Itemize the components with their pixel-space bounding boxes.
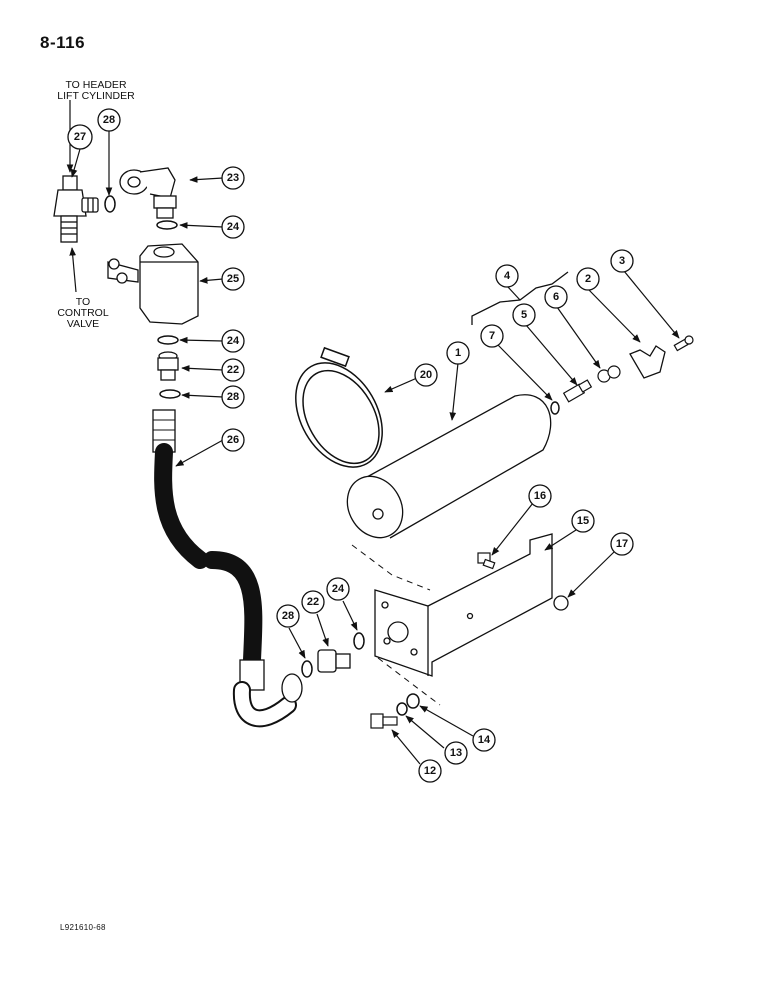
o-ring-28-bottom — [301, 660, 313, 678]
callout-bubble-28-top — [97, 108, 121, 132]
control-valve-arrow — [69, 247, 77, 293]
callout-bubble-22-bottom — [301, 590, 325, 614]
bracket-2-part — [629, 345, 666, 379]
callout-15: 15 — [577, 515, 589, 527]
callout-27: 27 — [74, 131, 86, 143]
adapter-22-bottom-part — [317, 649, 351, 673]
callout-bubble-24-middle — [221, 329, 245, 353]
callout-25: 25 — [227, 273, 239, 285]
callout-bubble-2 — [576, 267, 600, 291]
bolt-3-part — [673, 335, 694, 352]
to-header-line1: TO HEADER — [65, 79, 127, 91]
callout-bubble-13 — [444, 741, 468, 765]
callout-bubble-12 — [418, 759, 442, 783]
hidden-lines — [351, 544, 441, 706]
callout-bubble-16 — [528, 484, 552, 508]
bolt-16-part — [477, 552, 496, 570]
valve-block-part — [107, 243, 199, 325]
to-control-line2: CONTROL — [57, 307, 109, 319]
callout-bubble-20 — [414, 363, 438, 387]
callout-bubble-27 — [67, 124, 93, 150]
callout-bubble-24-bottom — [326, 577, 350, 601]
callout-22-top: 22 — [227, 364, 239, 376]
callout-bubble-28-bottom — [276, 604, 300, 628]
callout-14: 14 — [478, 734, 491, 746]
callout-3: 3 — [619, 255, 625, 267]
washer-14 — [406, 693, 420, 709]
mounting-bracket-part — [374, 533, 553, 677]
figure-code: L921610-68 — [60, 923, 106, 932]
callout-bubble-24-top — [221, 215, 245, 239]
leader-lines — [70, 130, 680, 765]
callout-bubble-4 — [495, 264, 519, 288]
callout-26: 26 — [227, 434, 239, 446]
nut-17-part — [553, 595, 569, 611]
callout-28-bottom: 28 — [282, 610, 294, 622]
callout-24-middle: 24 — [227, 335, 240, 347]
fitting-6-part — [597, 365, 621, 383]
callout-bubble-25 — [221, 267, 245, 291]
fitting-5-part — [562, 379, 593, 403]
hose-assembly-part — [152, 409, 303, 728]
callout-bubble-17 — [610, 532, 634, 556]
leader-4 — [507, 286, 521, 301]
callout-bubble-22-top — [221, 358, 245, 382]
to-header-lift-cylinder-note: TO HEADER LIFT CYLINDER — [46, 80, 146, 102]
callout-2: 2 — [585, 273, 591, 285]
callout-bubble-7 — [480, 324, 504, 348]
callout-20: 20 — [420, 369, 432, 381]
callout-7: 7 — [489, 330, 495, 342]
callout-6: 6 — [553, 291, 559, 303]
washer-7 — [550, 401, 560, 415]
callout-12: 12 — [424, 765, 436, 777]
bolt-12-part — [370, 713, 398, 729]
callout-22-bottom: 22 — [307, 596, 319, 608]
to-control-valve-note: TO CONTROL VALVE — [48, 297, 118, 330]
to-control-line1: TO — [75, 296, 91, 308]
callout-5: 5 — [521, 309, 527, 321]
callout-17: 17 — [616, 538, 628, 550]
o-ring-24-bottom — [353, 632, 365, 650]
callout-bubble-23 — [221, 166, 245, 190]
tee-fitting-part — [53, 175, 99, 243]
washer-13 — [396, 702, 408, 716]
callout-4: 4 — [504, 270, 511, 282]
callout-bubble-28-middle — [221, 385, 245, 409]
callout-28-top: 28 — [103, 114, 115, 126]
callout-bubble-14 — [472, 728, 496, 752]
callout-24-bottom: 24 — [332, 583, 345, 595]
callout-bubble-6 — [544, 285, 568, 309]
callout-16: 16 — [534, 490, 546, 502]
cylinder-tank-part — [346, 394, 552, 539]
callout-bubble-1 — [446, 341, 470, 365]
adapter-22-left-part — [157, 351, 179, 381]
o-ring-24-middle — [157, 335, 179, 345]
callout-24-top: 24 — [227, 221, 240, 233]
o-ring-24-top — [156, 220, 178, 230]
callout-bubble-5 — [512, 303, 536, 327]
elbow-fitting-part — [119, 167, 177, 219]
callout-23: 23 — [227, 172, 239, 184]
page-number: 8-116 — [40, 33, 86, 52]
callout-28-middle: 28 — [227, 391, 239, 403]
to-control-line3: VALVE — [66, 318, 100, 330]
callout-bubble-15 — [571, 509, 595, 533]
callout-bubble-3 — [610, 249, 634, 273]
callout-bubble-26 — [221, 428, 245, 452]
o-ring-28-middle — [159, 389, 181, 399]
to-header-line2: LIFT CYLINDER — [57, 90, 135, 102]
o-ring-28-top — [104, 195, 116, 213]
callout-1: 1 — [455, 347, 461, 359]
callout-13: 13 — [450, 747, 462, 759]
hose-clamp-part — [295, 346, 383, 468]
